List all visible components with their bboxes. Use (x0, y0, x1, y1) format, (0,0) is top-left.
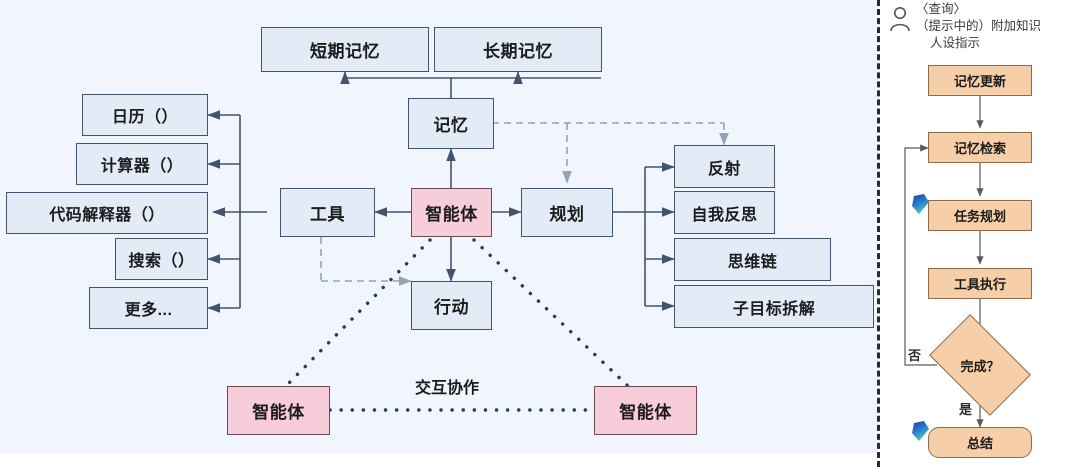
flow-step-tool-execution[interactable]: 工具执行 (928, 268, 1032, 299)
left-panel: 短期记忆 长期记忆 记忆 日历（） 计算器（） 代码解释器（） 搜索（） 更多.… (0, 0, 877, 453)
node-short-term-memory[interactable]: 短期记忆 (261, 27, 429, 72)
flow-step-task-planning[interactable]: 任务规划 (928, 200, 1032, 231)
header-line-query: 〈查询〉 (916, 2, 967, 16)
gradient-ribbon-icon (912, 194, 929, 214)
node-planning[interactable]: 规划 (521, 188, 613, 237)
node-tool-search[interactable]: 搜索（） (115, 238, 208, 280)
node-plan-reflection[interactable]: 反射 (674, 145, 775, 188)
node-action[interactable]: 行动 (411, 281, 492, 330)
node-memory[interactable]: 记忆 (408, 98, 494, 149)
node-tool-more[interactable]: 更多... (89, 287, 208, 329)
flow-step-memory-retrieval[interactable]: 记忆检索 (928, 132, 1032, 163)
flow-step-memory-update[interactable]: 记忆更新 (928, 65, 1032, 96)
label-interactive-collaboration: 交互协作 (415, 380, 480, 397)
node-agent[interactable]: 智能体 (411, 188, 492, 237)
header-line-persona: 人设指示 (930, 36, 981, 50)
node-plan-subgoal-decomposition[interactable]: 子目标拆解 (674, 285, 874, 328)
node-plan-self-reflection[interactable]: 自我反思 (674, 191, 775, 234)
node-agent-collaborator-right[interactable]: 智能体 (594, 386, 697, 435)
node-tools[interactable]: 工具 (280, 188, 375, 237)
left-connectors (207, 71, 729, 412)
node-tool-calendar[interactable]: 日历（） (82, 94, 208, 136)
flow-decision-label: 完成？ (960, 358, 1000, 374)
flow-step-summary[interactable]: 总结 (928, 427, 1032, 458)
gradient-ribbon-icon-summary (912, 421, 929, 441)
node-tool-code-interpreter[interactable]: 代码解释器（） (6, 192, 208, 234)
node-long-term-memory[interactable]: 长期记忆 (434, 27, 602, 72)
panel-divider (877, 0, 880, 467)
node-agent-collaborator-left[interactable]: 智能体 (227, 386, 330, 435)
flow-decision-complete[interactable]: 完成？ (929, 314, 1031, 416)
node-tool-calculator[interactable]: 计算器（） (76, 143, 208, 185)
node-plan-chain-of-thought[interactable]: 思维链 (674, 238, 831, 281)
right-panel: 〈查询〉 （提示中的）附加知识 人设指示 记忆更新 记忆检索 任务规划 工具执行… (884, 0, 1080, 467)
header-line-knowledge: （提示中的）附加知识 (916, 19, 1042, 33)
branch-label-yes: 是 (959, 402, 973, 417)
person-icon (890, 7, 910, 32)
branch-label-no: 否 (908, 348, 922, 363)
right-connectors (904, 96, 984, 428)
